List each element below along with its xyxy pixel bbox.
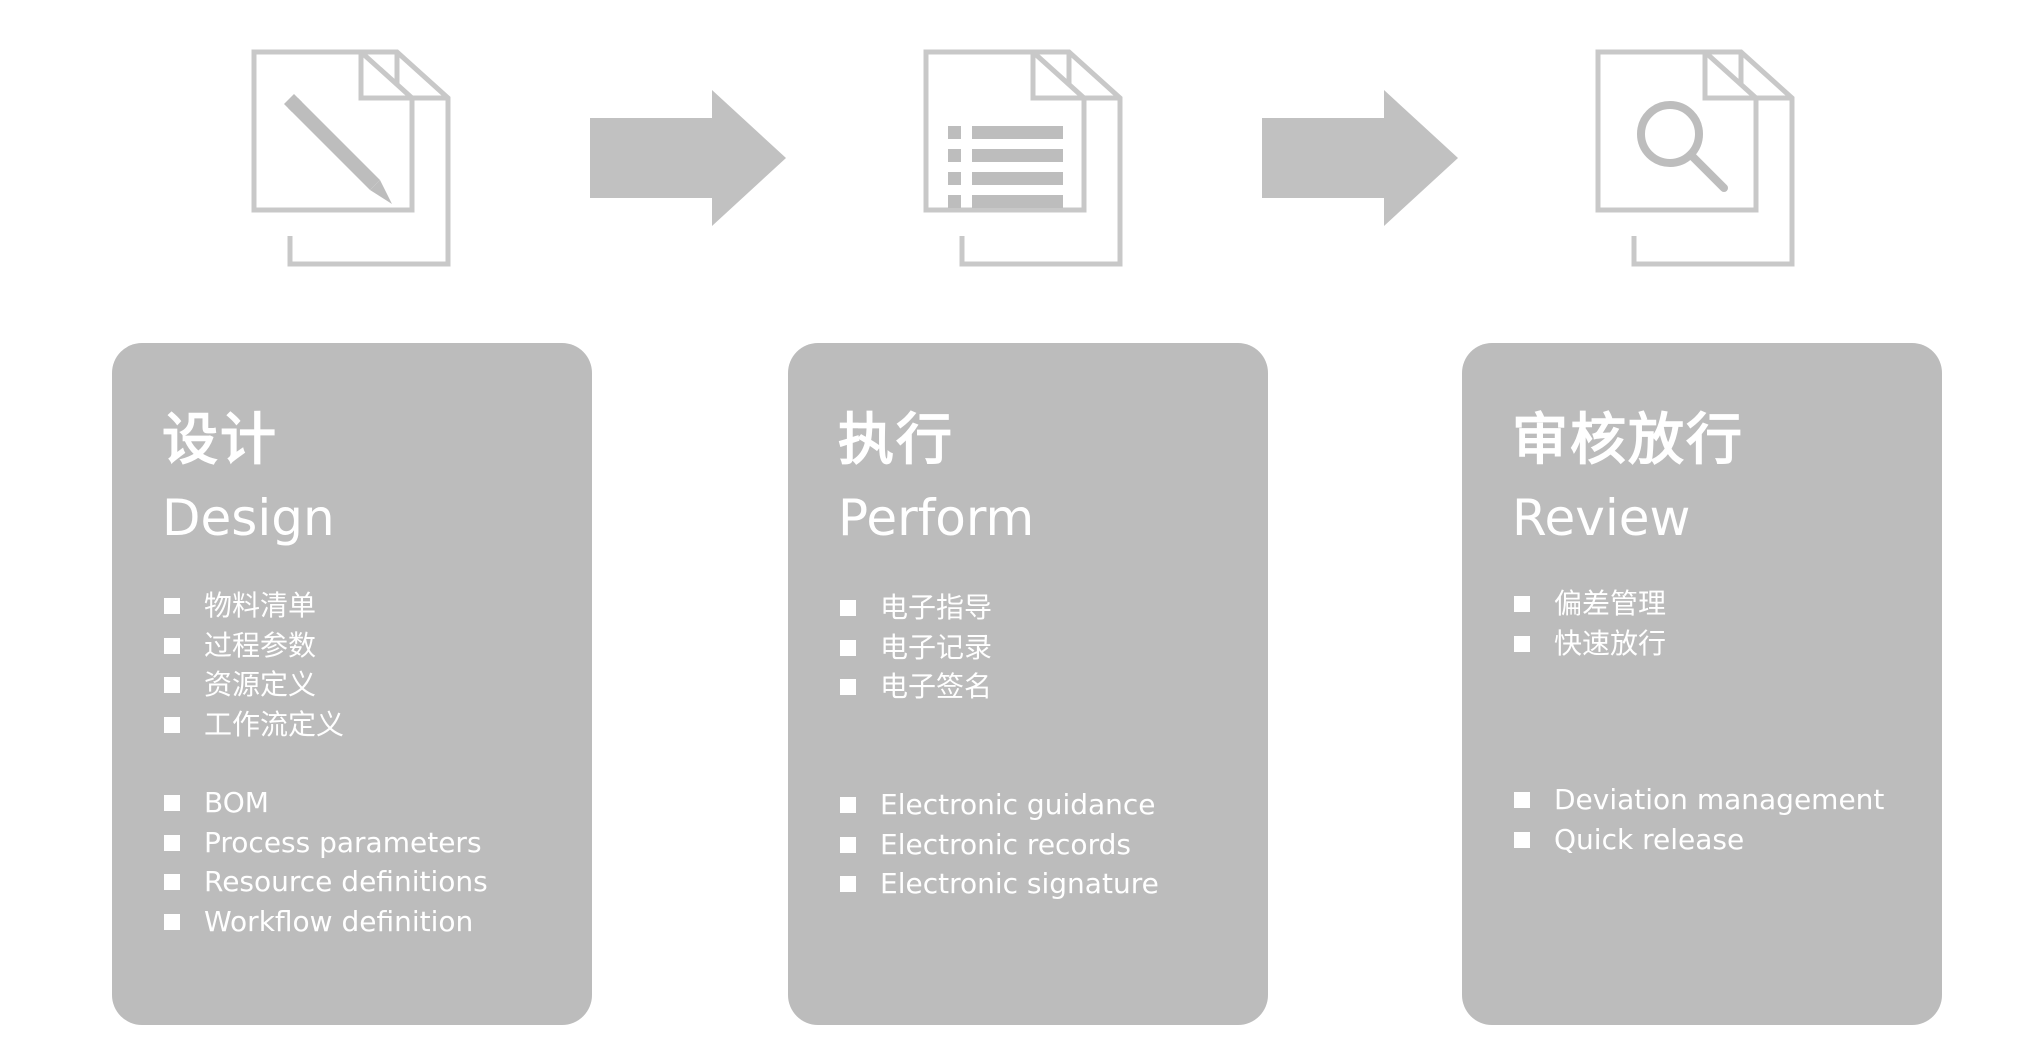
list-item: 快速放行 bbox=[1512, 624, 1666, 664]
review-card: 审核放行 Review 偏差管理 快速放行 Deviation manageme… bbox=[1462, 343, 1942, 1025]
square-bullet-icon bbox=[1514, 831, 1530, 848]
square-bullet-icon bbox=[164, 834, 180, 851]
list-item: 物料清单 bbox=[162, 586, 344, 626]
square-bullet-icon bbox=[840, 797, 856, 813]
list-item: Quick release bbox=[1512, 820, 1884, 860]
card-title-en: Design bbox=[162, 489, 335, 547]
square-bullet-icon bbox=[840, 876, 856, 892]
card-title-en: Review bbox=[1512, 489, 1691, 547]
pencil-document-icon bbox=[250, 48, 460, 270]
square-bullet-icon bbox=[1514, 635, 1530, 652]
magnifier-document-icon bbox=[1594, 48, 1804, 270]
square-bullet-icon bbox=[164, 677, 180, 693]
list-item: Electronic guidance bbox=[838, 785, 1159, 825]
card-title-cn: 设计 bbox=[162, 408, 278, 473]
square-bullet-icon bbox=[164, 874, 180, 890]
design-card: 设计 Design 物料清单 过程参数 资源定义 工作流定义 BOM Proce… bbox=[112, 343, 592, 1025]
cn-item-list: 电子指导 电子记录 电子签名 bbox=[838, 588, 992, 707]
right-arrow-icon bbox=[590, 90, 786, 226]
list-item: 电子记录 bbox=[838, 628, 992, 668]
list-item: Electronic records bbox=[838, 825, 1159, 865]
card-title-cn: 执行 bbox=[838, 408, 954, 473]
list-item: 电子指导 bbox=[838, 588, 992, 628]
en-item-list: Electronic guidance Electronic records E… bbox=[838, 785, 1159, 904]
en-item-list: Deviation management Quick release bbox=[1512, 780, 1884, 859]
list-item: 资源定义 bbox=[162, 665, 344, 705]
list-item: 工作流定义 bbox=[162, 705, 344, 745]
list-document-icon bbox=[922, 48, 1132, 270]
cn-item-list: 偏差管理 快速放行 bbox=[1512, 584, 1666, 663]
list-item: 偏差管理 bbox=[1512, 584, 1666, 624]
square-bullet-icon bbox=[164, 913, 180, 930]
card-title-cn: 审核放行 bbox=[1512, 408, 1744, 473]
right-arrow-icon bbox=[1262, 90, 1458, 226]
square-bullet-icon bbox=[164, 716, 180, 733]
en-item-list: BOM Process parameters Resource definiti… bbox=[162, 783, 488, 941]
square-bullet-icon bbox=[840, 836, 856, 853]
list-item: Electronic signature bbox=[838, 864, 1159, 904]
square-bullet-icon bbox=[164, 637, 180, 654]
square-bullet-icon bbox=[164, 795, 180, 811]
square-bullet-icon bbox=[840, 679, 856, 695]
cn-item-list: 物料清单 过程参数 资源定义 工作流定义 bbox=[162, 586, 344, 744]
list-item: Process parameters bbox=[162, 823, 488, 863]
square-bullet-icon bbox=[1514, 596, 1530, 612]
list-item: Deviation management bbox=[1512, 780, 1884, 820]
list-item: BOM bbox=[162, 783, 488, 823]
list-item: Resource definitions bbox=[162, 862, 488, 902]
card-title-en: Perform bbox=[838, 489, 1035, 547]
square-bullet-icon bbox=[840, 600, 856, 616]
list-item: Workflow definition bbox=[162, 902, 488, 942]
list-item: 过程参数 bbox=[162, 626, 344, 666]
list-item: 电子签名 bbox=[838, 667, 992, 707]
square-bullet-icon bbox=[840, 639, 856, 656]
square-bullet-icon bbox=[164, 598, 180, 614]
square-bullet-icon bbox=[1514, 792, 1530, 808]
perform-card: 执行 Perform 电子指导 电子记录 电子签名 Electronic gui… bbox=[788, 343, 1268, 1025]
